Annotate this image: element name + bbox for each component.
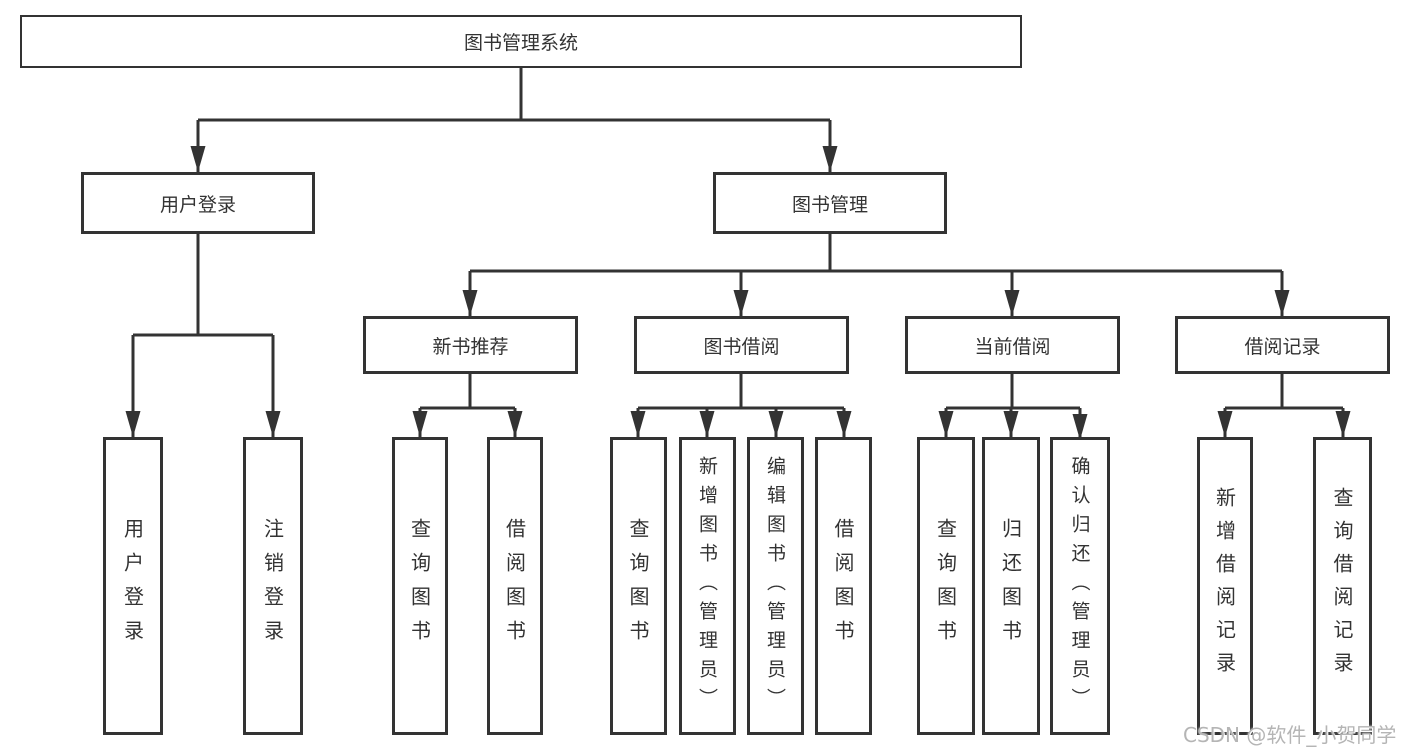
- leaf-borrow-books-recommend-label: 借阅图书: [502, 518, 527, 654]
- leaf-return-books-label: 归还图书: [998, 518, 1023, 654]
- leaf-logout-label: 注销登录: [260, 518, 285, 654]
- node-user-login-label: 用户登录: [159, 193, 236, 216]
- leaf-query-books-current: 查询图书: [917, 437, 975, 735]
- leaf-borrow-books: 借阅图书: [815, 437, 872, 735]
- node-new-book-recommend: 新书推荐: [363, 316, 578, 374]
- node-book-management-label: 图书管理: [791, 193, 868, 216]
- node-borrowing-records: 借阅记录: [1175, 316, 1390, 374]
- leaf-edit-books-admin: 编辑图书（管理员）: [747, 437, 804, 735]
- node-book-borrowing: 图书借阅: [634, 316, 849, 374]
- leaf-user-login-label: 用户登录: [120, 518, 145, 654]
- leaf-query-books-recommend-label: 查询图书: [407, 518, 432, 654]
- leaf-query-books-recommend: 查询图书: [392, 437, 448, 735]
- leaf-add-books-admin: 新增图书（管理员）: [679, 437, 736, 735]
- leaf-borrow-books-label: 借阅图书: [831, 518, 855, 654]
- leaf-query-books-borrow: 查询图书: [610, 437, 667, 735]
- leaf-logout: 注销登录: [243, 437, 303, 735]
- node-root-system: 图书管理系统: [20, 15, 1022, 68]
- node-book-management: 图书管理: [713, 172, 947, 234]
- leaf-add-borrow-record: 新增借阅记录: [1197, 437, 1253, 735]
- node-user-login: 用户登录: [81, 172, 315, 234]
- leaf-confirm-return-admin-label: 确认归还（管理员）: [1068, 455, 1091, 717]
- node-book-borrowing-label: 图书借阅: [703, 335, 780, 358]
- leaf-query-borrow-record: 查询借阅记录: [1313, 437, 1372, 735]
- leaf-add-books-admin-label: 新增图书（管理员）: [696, 455, 718, 717]
- leaf-edit-books-admin-label: 编辑图书（管理员）: [764, 455, 786, 717]
- node-root-label: 图书管理系统: [463, 32, 578, 54]
- leaf-query-books-borrow-label: 查询图书: [626, 518, 650, 654]
- leaf-confirm-return-admin: 确认归还（管理员）: [1050, 437, 1110, 735]
- leaf-return-books: 归还图书: [982, 437, 1040, 735]
- node-current-borrowing-label: 当前借阅: [974, 335, 1051, 358]
- node-new-book-recommend-label: 新书推荐: [432, 335, 509, 358]
- leaf-query-books-current-label: 查询图书: [933, 518, 958, 654]
- leaf-add-borrow-record-label: 新增借阅记录: [1212, 487, 1237, 685]
- node-current-borrowing: 当前借阅: [905, 316, 1120, 374]
- csdn-watermark: CSDN @软件_小贺同学: [1183, 723, 1397, 747]
- leaf-borrow-books-recommend: 借阅图书: [487, 437, 543, 735]
- leaf-user-login: 用户登录: [103, 437, 163, 735]
- node-borrowing-records-label: 借阅记录: [1244, 335, 1321, 358]
- leaf-query-borrow-record-label: 查询借阅记录: [1330, 487, 1354, 685]
